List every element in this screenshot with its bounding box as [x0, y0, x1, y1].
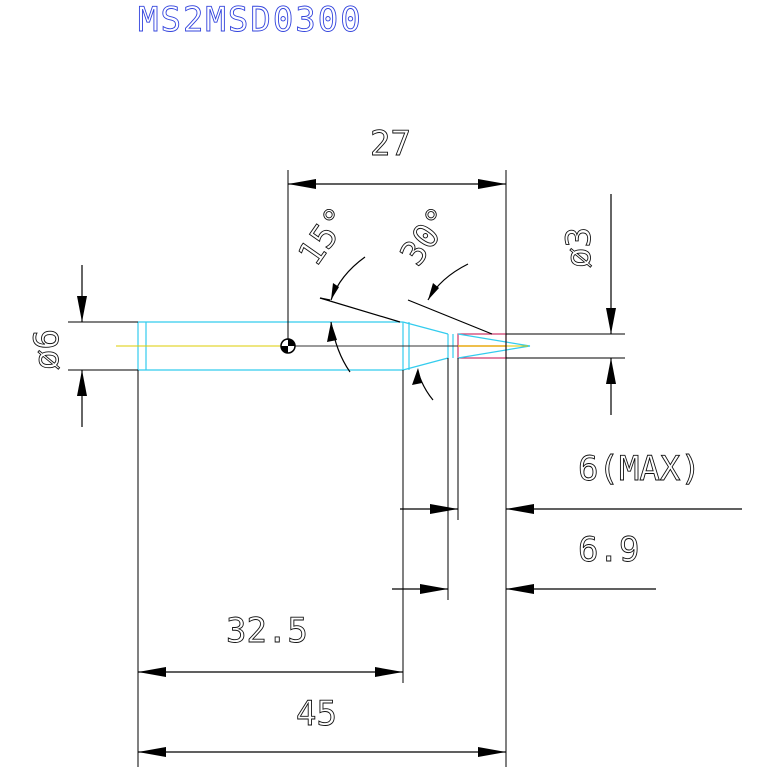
dim-tip-diameter-label: ø3: [559, 227, 599, 268]
dim-45-label: 45: [296, 694, 337, 734]
dim-32-5: 32.5: [137, 370, 404, 767]
angle-30: 30°: [392, 199, 493, 401]
dim-45: 45: [138, 694, 506, 757]
dim-shank-diameter-label: ø6: [27, 329, 67, 370]
taper-bottom-edge: [402, 357, 449, 371]
tip-point-top: [457, 333, 531, 347]
dim-27: 27: [287, 124, 507, 767]
origin-marker: [280, 338, 296, 354]
tool-body: [116, 321, 531, 371]
dim-6-max-label: 6(MAX): [578, 449, 701, 489]
dim-27-label: 27: [370, 124, 411, 164]
taper-top-edge: [402, 321, 449, 335]
tip-point-bottom: [457, 345, 531, 359]
dim-6-9: 6.9: [392, 358, 656, 600]
angle-30-label: 30°: [393, 200, 461, 273]
part-number-title: MS2MSD0300: [138, 0, 363, 40]
dim-6-max: 6(MAX): [400, 358, 742, 520]
angle-15-label: 15°: [291, 200, 359, 273]
dim-tip-diameter: ø3: [506, 194, 625, 415]
dim-shank-diameter: ø6: [27, 265, 138, 427]
dim-32-5-label: 32.5: [226, 611, 308, 651]
dim-6-9-label: 6.9: [578, 530, 639, 570]
